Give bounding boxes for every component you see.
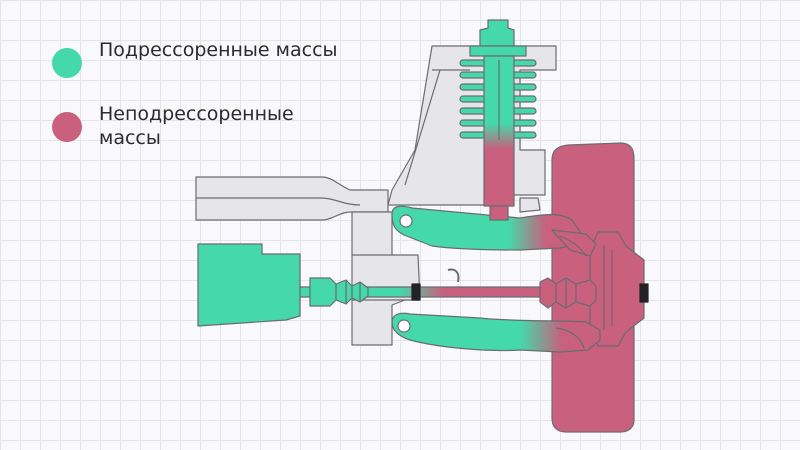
sprung-mass-swatch	[52, 48, 82, 78]
unsprung-mass-swatch	[52, 112, 82, 142]
hub-nut	[639, 283, 649, 303]
gearbox	[197, 243, 301, 327]
coil-spring-shock	[459, 19, 541, 221]
legend-label-sprung-mass: Подрессоренные массы	[99, 39, 338, 61]
upper-control-arm	[391, 205, 597, 257]
drive-shaft	[295, 277, 597, 309]
legend-label-unsprung-mass: Неподрессоренные массы	[99, 103, 294, 149]
lower-control-arm	[391, 312, 601, 353]
